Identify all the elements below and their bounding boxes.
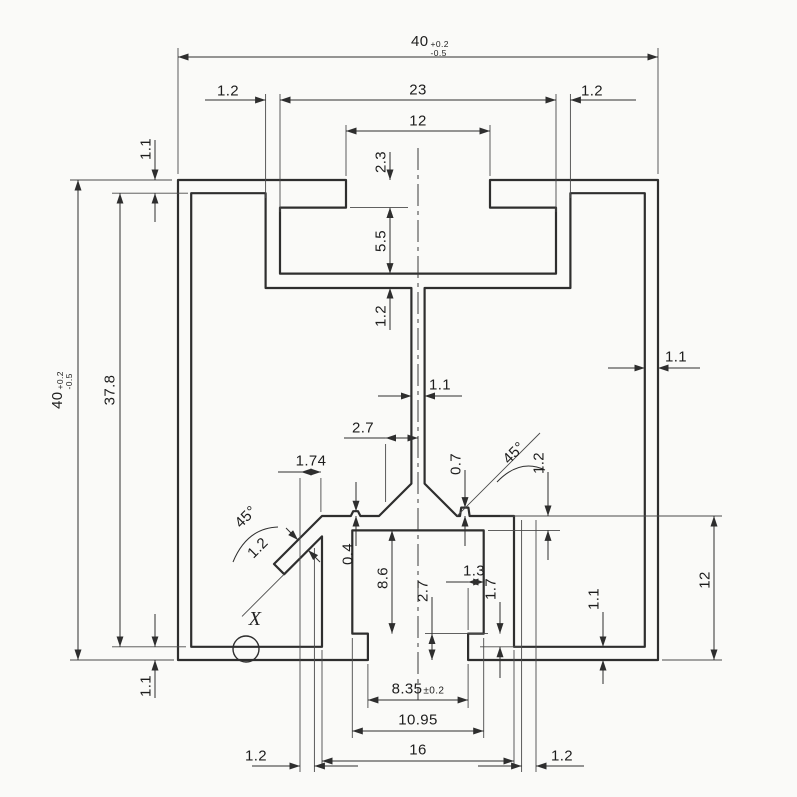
dim-channel-inner-width: 10.95 — [398, 711, 438, 729]
dim-top-wall-left: 1.2 — [216, 82, 240, 100]
dim-lip-height: 1.7 — [482, 577, 500, 601]
dim-overall-height: 40+0.2-0.5 — [48, 371, 74, 409]
dim-lip-thickness: 2.3 — [372, 150, 390, 174]
dim-top-cavity-width: 23 — [409, 81, 427, 99]
right-45-arc — [496, 465, 546, 483]
dim-bump-height: 0.7 — [447, 452, 465, 476]
dimension-lines — [74, 53, 718, 770]
dim-opening-width: 8.35±0.2 — [391, 680, 445, 698]
detail-circle — [232, 635, 260, 663]
dim-channel-height: 12 — [696, 571, 714, 589]
detail-marker-label: X — [248, 608, 262, 630]
outer-contour — [176, 178, 660, 662]
dim-top-shell-thickness: 1.1 — [137, 137, 155, 161]
dim-channel-outer-width: 16 — [409, 741, 427, 759]
dim-fin-projection: 1.74 — [295, 452, 327, 470]
dim-ridge-height: 0.4 — [339, 542, 357, 566]
dim-cavity-depth: 5.5 — [372, 229, 390, 253]
dim-lip-offset: 2.7 — [414, 579, 432, 603]
dim-bottom-right-wall: 1.2 — [550, 747, 574, 765]
dim-cavity-floor-thickness: 1.2 — [372, 304, 390, 328]
dim-lip-width: 1.3 — [462, 562, 486, 580]
dim-top-wall-right: 1.2 — [580, 82, 604, 100]
dim-bottom-shell-thickness: 1.1 — [137, 674, 155, 698]
dim-bottom-wall-right: 1.1 — [585, 587, 603, 611]
angle-arcs — [232, 465, 546, 563]
dim-inner-height: 37.8 — [101, 374, 119, 406]
dim-channel-top-thickness: 1.2 — [530, 451, 548, 475]
dim-slot-opening-width: 12 — [409, 112, 427, 130]
dim-web-offset: 2.7 — [351, 419, 375, 437]
left-45-arc — [232, 526, 279, 563]
dim-web-thickness: 1.1 — [428, 376, 452, 394]
right-cavity-contour — [423, 192, 646, 648]
dim-overall-width: 40+0.2-0.5 — [411, 32, 449, 58]
dim-bottom-left-wall: 1.2 — [244, 747, 268, 765]
dim-channel-inner-height: 8.6 — [374, 566, 392, 590]
dim-side-wall-thickness: 1.1 — [664, 348, 688, 366]
extension-lines — [70, 48, 722, 772]
